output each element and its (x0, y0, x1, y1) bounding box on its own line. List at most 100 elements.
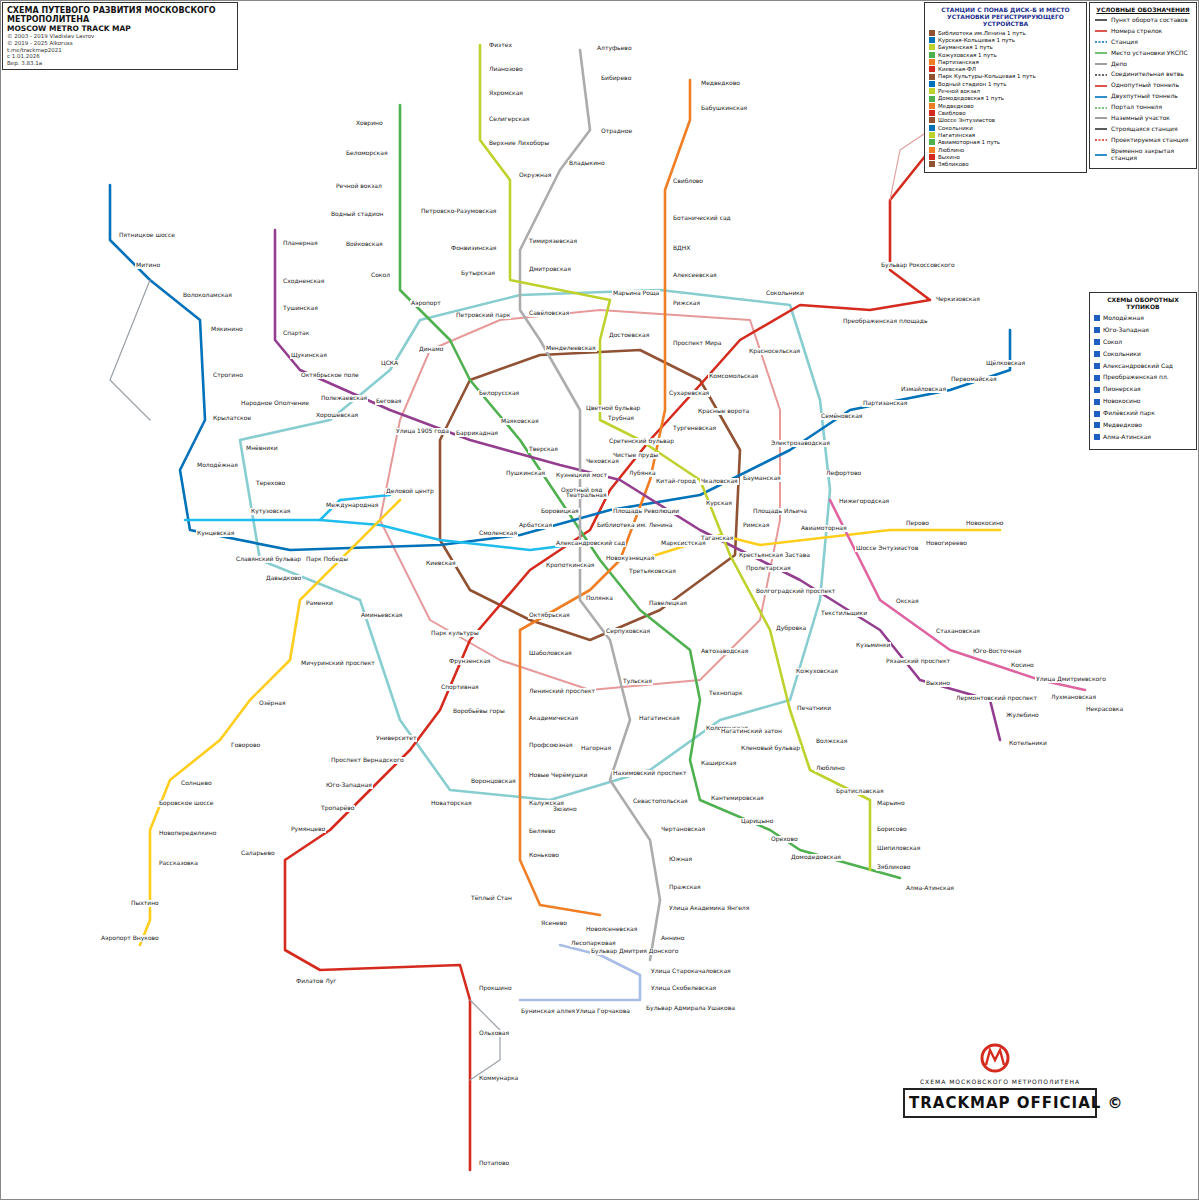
station-label: ЦСКА (380, 360, 399, 367)
station-label: Котельники (1008, 740, 1048, 747)
station-label: Первомайская (950, 376, 998, 383)
station-label: Нагатинский затон (720, 728, 783, 735)
station-label: Чеховская (585, 458, 620, 465)
station-label: Цветной бульвар (585, 405, 641, 412)
station-label: Полежаевская (320, 395, 368, 402)
station-label: Волгоградский проспект (755, 588, 836, 595)
station-label: Сретенский бульвар (608, 438, 675, 445)
station-label: Лефортово (825, 470, 862, 477)
station-label: Бибирево (600, 75, 632, 82)
station-label: Спортивная (440, 684, 480, 691)
station-label: Боровицкая (540, 508, 580, 515)
ponab-swatch (929, 59, 935, 65)
station-label: Академическая (528, 715, 579, 722)
station-label: Кунцевская (196, 530, 235, 537)
station-label: Лесопарковая (570, 940, 617, 947)
station-label: Технопарк (708, 690, 744, 697)
station-label: Сокол (370, 272, 391, 279)
legend-sample (1094, 137, 1108, 143)
station-label: Савёловская (528, 310, 570, 317)
turnaround-swatch (1094, 327, 1100, 333)
station-label: Трубная (607, 415, 635, 422)
turnaround-name: Пионерская (1103, 386, 1141, 393)
station-label: Коммунарка (478, 1075, 519, 1082)
ponab-swatch (929, 147, 935, 153)
ponab-row: Люблино (929, 147, 1082, 153)
station-label: Театральная (565, 492, 608, 499)
turnaround-row: Преображенская пл. (1094, 374, 1192, 381)
brand-box: TRACKMAP OFFICIAL © (903, 1088, 1097, 1118)
turnaround-row: Медведково (1094, 422, 1192, 429)
station-label: Новоясеневская (585, 926, 638, 933)
station-label: Водный стадион (330, 211, 385, 218)
station-label: Царицыно (740, 818, 774, 825)
legend-text: Портал тоннеля (1111, 104, 1162, 111)
legend-sample (1094, 61, 1108, 67)
station-label: ВДНХ (672, 245, 691, 252)
legend-sample (1094, 126, 1108, 132)
station-label: Александровский сад (555, 540, 626, 547)
turnaround-swatch (1094, 422, 1100, 428)
station-label: Киевская (425, 560, 457, 567)
ponab-station: Речной вокзал (938, 88, 980, 94)
station-label: Белорусская (478, 390, 520, 397)
station-label: Аэропорт (410, 300, 442, 307)
station-label: Университет (375, 735, 417, 742)
station-label: Тверская (528, 446, 559, 453)
station-label: Кутузовская (250, 508, 291, 515)
station-label: Раменки (305, 600, 334, 607)
turnaround-row: Сокольники (1094, 351, 1192, 358)
legend-sample (1094, 105, 1108, 111)
station-label: Шаболовская (528, 650, 573, 657)
station-label: Новопеределкино (158, 830, 217, 837)
station-label: Сухаревская (668, 390, 710, 397)
ponab-swatch (929, 96, 935, 102)
ponab-row: Шоссе Энтузиастов (929, 117, 1082, 123)
ponab-row: Сокольники (929, 125, 1082, 131)
station-label: Петровско-Разумовская (420, 208, 497, 215)
legend-sample (1094, 94, 1108, 100)
ponab-station: Медведково (938, 103, 974, 109)
turnaround-name: Филёвский парк (1103, 410, 1155, 417)
station-label: Филатов Луг (295, 978, 337, 985)
turnaround-row: Молодёжная (1094, 315, 1192, 322)
station-label: Шипиловская (876, 845, 921, 852)
legend-text: Номера стрелок (1111, 28, 1162, 35)
ponab-station: Киевская-ФЛ (938, 66, 976, 72)
station-label: Войковская (345, 241, 384, 248)
station-label: Новокузнецкая (605, 555, 655, 562)
legend-row: Депо (1094, 61, 1192, 68)
ponab-row: Свиблово (929, 110, 1082, 116)
credit-text: © 2003 - 2019 Vladislav Lavrov (7, 33, 233, 40)
station-label: Парк Победы (305, 556, 349, 563)
ponab-station: Сокольники (938, 125, 973, 131)
station-label: Новокосино (965, 520, 1004, 527)
station-label: Аэропорт Внуково (100, 935, 160, 942)
legend-sample (1094, 115, 1108, 121)
station-label: Юго-Восточная (972, 648, 1022, 655)
legend-row: Однопутный тоннель (1094, 82, 1192, 89)
station-label: Волжская (815, 738, 848, 745)
turnaround-row: Филёвский парк (1094, 410, 1192, 417)
station-label: Автозаводская (700, 648, 749, 655)
turnaround-swatch (1094, 339, 1100, 345)
station-label: Смоленская (478, 530, 518, 537)
station-label: Менделеевская (545, 345, 597, 352)
turnaround-swatch (1094, 399, 1100, 405)
station-label: Терехово (255, 480, 286, 487)
legend-text: Проектируемая станция (1111, 137, 1188, 144)
station-label: Бутырская (460, 270, 496, 277)
ponab-swatch (929, 30, 935, 36)
station-label: Улица Скобелевская (650, 985, 717, 992)
station-label: Пятницкое шоссе (118, 232, 176, 239)
station-label: Косино (1010, 662, 1035, 669)
station-label: Некрасовка (1085, 706, 1124, 713)
station-label: Тушинская (282, 305, 319, 312)
station-label: Рязанский проспект (885, 658, 951, 665)
station-label: Окружная (518, 172, 552, 179)
ponab-station: Домодедовская 1 путь (938, 95, 1004, 101)
station-label: Бульвар Рокоссовского (880, 262, 956, 269)
metro-logo (982, 1045, 1008, 1071)
station-label: Проспект Вернадского (330, 757, 405, 764)
station-label: Кузнецкий мост (555, 472, 608, 479)
